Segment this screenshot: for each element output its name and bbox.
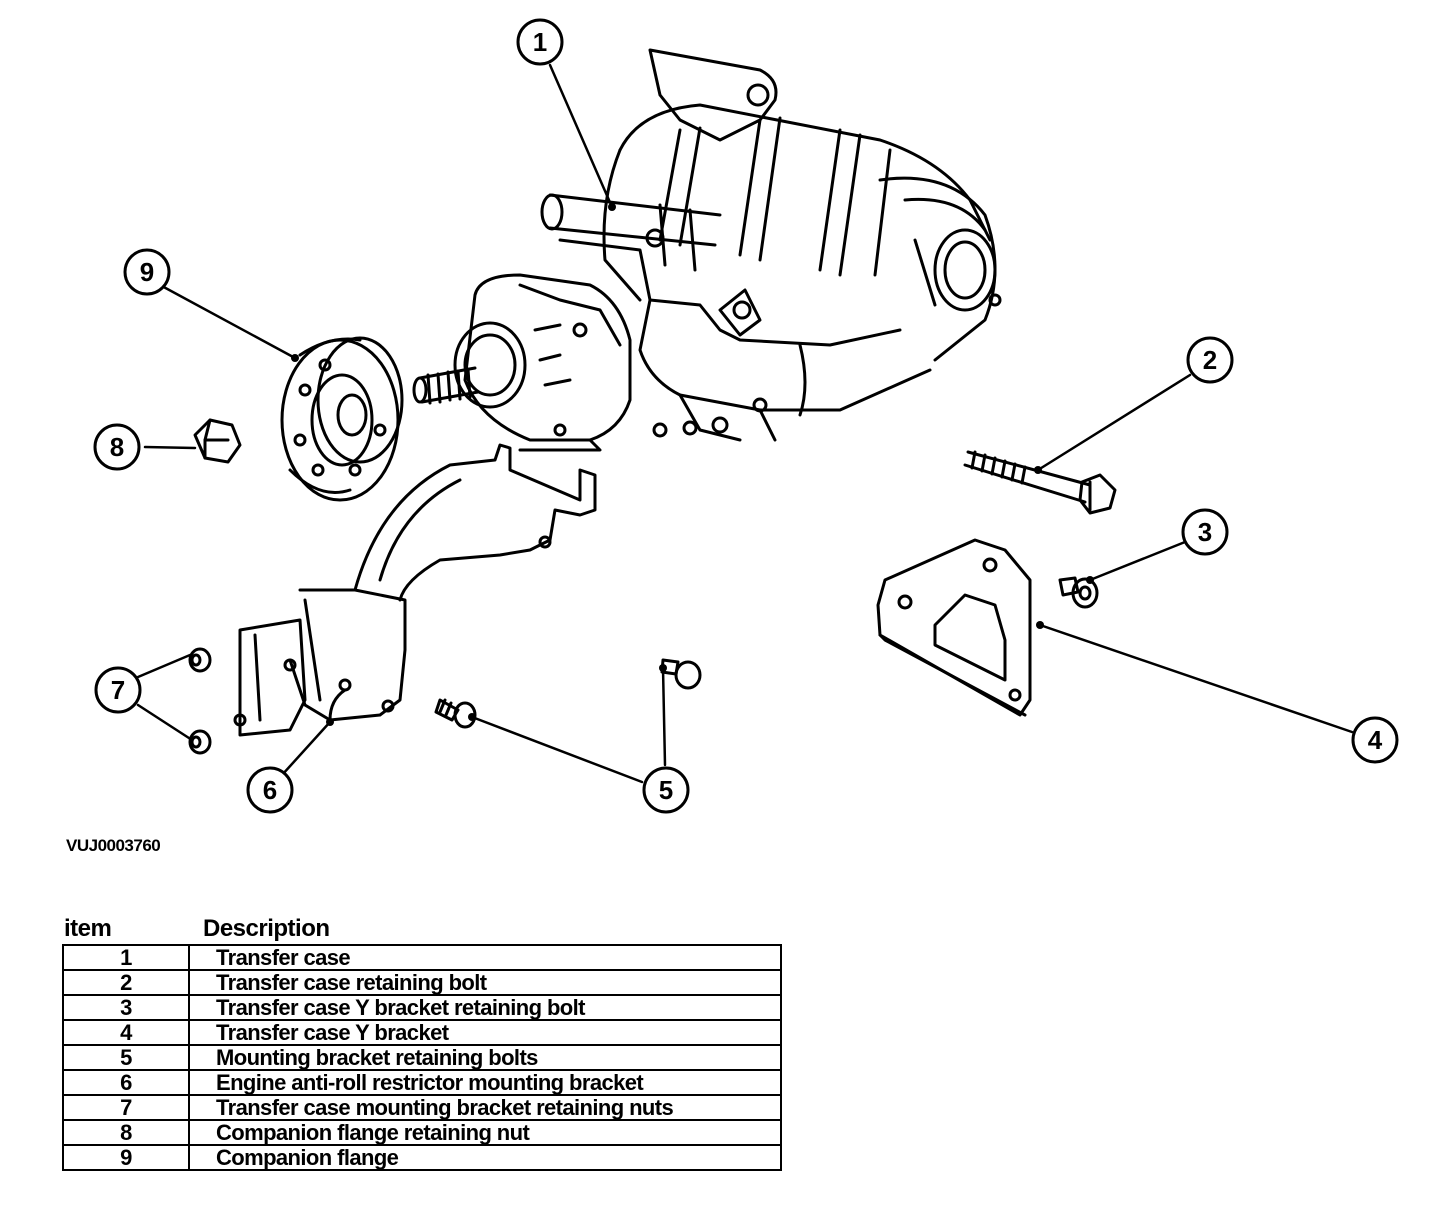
svg-text:8: 8 bbox=[110, 432, 124, 462]
callout-6: 6 bbox=[246, 766, 294, 814]
svg-text:9: 9 bbox=[140, 257, 154, 287]
legend-item-number: 1 bbox=[62, 944, 190, 971]
y-bracket-bolt-drawing bbox=[1058, 576, 1099, 609]
y-bracket-drawing bbox=[876, 538, 1032, 717]
callout-1: 1 bbox=[516, 18, 564, 66]
legend-item-description: Engine anti-roll restrictor mounting bra… bbox=[188, 1069, 782, 1096]
svg-text:6: 6 bbox=[263, 775, 277, 805]
legend-item-description: Transfer case Y bracket bbox=[188, 1019, 782, 1046]
legend-item-number: 4 bbox=[62, 1019, 190, 1046]
legend-row: 5 Mounting bracket retaining bolts bbox=[62, 1044, 782, 1071]
companion-flange-drawing bbox=[280, 336, 404, 502]
callout-2: 2 bbox=[1186, 336, 1234, 384]
exploded-parts-diagram: 1 2 3 4 5 6 7 8 bbox=[93, 18, 1399, 814]
callouts: 1 2 3 4 5 6 7 8 bbox=[93, 18, 1399, 814]
callout-8: 8 bbox=[93, 423, 141, 471]
legend-row: 9 Companion flange bbox=[62, 1144, 782, 1171]
figure-id: VUJ0003760 bbox=[66, 836, 161, 855]
legend-table: 1 Transfer case 2 Transfer case retainin… bbox=[62, 944, 782, 1171]
callout-5: 5 bbox=[642, 766, 690, 814]
legend-row: 6 Engine anti-roll restrictor mounting b… bbox=[62, 1069, 782, 1096]
leader-lines bbox=[136, 63, 1354, 784]
svg-text:2: 2 bbox=[1203, 345, 1217, 375]
svg-text:5: 5 bbox=[659, 775, 673, 805]
svg-text:7: 7 bbox=[111, 675, 125, 705]
legend-item-number: 8 bbox=[62, 1119, 190, 1146]
callout-3: 3 bbox=[1181, 508, 1229, 556]
legend-item-description: Transfer case mounting bracket retaining… bbox=[188, 1094, 782, 1121]
callout-9: 9 bbox=[123, 248, 171, 296]
transfer-case-drawing bbox=[412, 48, 1002, 452]
leader-dots bbox=[291, 203, 1094, 726]
retaining-nuts-drawing bbox=[188, 647, 212, 755]
legend-item-number: 6 bbox=[62, 1069, 190, 1096]
legend-item-description: Transfer case retaining bolt bbox=[188, 969, 782, 996]
svg-text:1: 1 bbox=[533, 27, 547, 57]
legend-row: 3 Transfer case Y bracket retaining bolt bbox=[62, 994, 782, 1021]
legend-header-description: Description bbox=[203, 915, 330, 942]
legend-item-number: 7 bbox=[62, 1094, 190, 1121]
legend-row: 1 Transfer case bbox=[62, 944, 782, 971]
legend-row: 2 Transfer case retaining bolt bbox=[62, 969, 782, 996]
callout-4: 4 bbox=[1351, 716, 1399, 764]
legend-row: 7 Transfer case mounting bracket retaini… bbox=[62, 1094, 782, 1121]
legend-item-number: 3 bbox=[62, 994, 190, 1021]
legend-item-number: 5 bbox=[62, 1044, 190, 1071]
legend-item-description: Transfer case Y bracket retaining bolt bbox=[188, 994, 782, 1021]
flange-nut-drawing bbox=[193, 418, 242, 464]
mounting-bracket-drawing bbox=[233, 443, 597, 737]
legend-row: 8 Companion flange retaining nut bbox=[62, 1119, 782, 1146]
legend-header-item: item bbox=[64, 915, 112, 942]
svg-text:3: 3 bbox=[1198, 517, 1212, 547]
callout-7: 7 bbox=[94, 666, 142, 714]
retaining-bolt-drawing bbox=[963, 450, 1117, 515]
legend-item-number: 2 bbox=[62, 969, 190, 996]
legend-item-description: Mounting bracket retaining bolts bbox=[188, 1044, 782, 1071]
svg-text:4: 4 bbox=[1368, 725, 1383, 755]
legend-item-description: Companion flange retaining nut bbox=[188, 1119, 782, 1146]
legend-row: 4 Transfer case Y bracket bbox=[62, 1019, 782, 1046]
legend-item-description: Transfer case bbox=[188, 944, 782, 971]
legend-item-description: Companion flange bbox=[188, 1144, 782, 1171]
legend-item-number: 9 bbox=[62, 1144, 190, 1171]
